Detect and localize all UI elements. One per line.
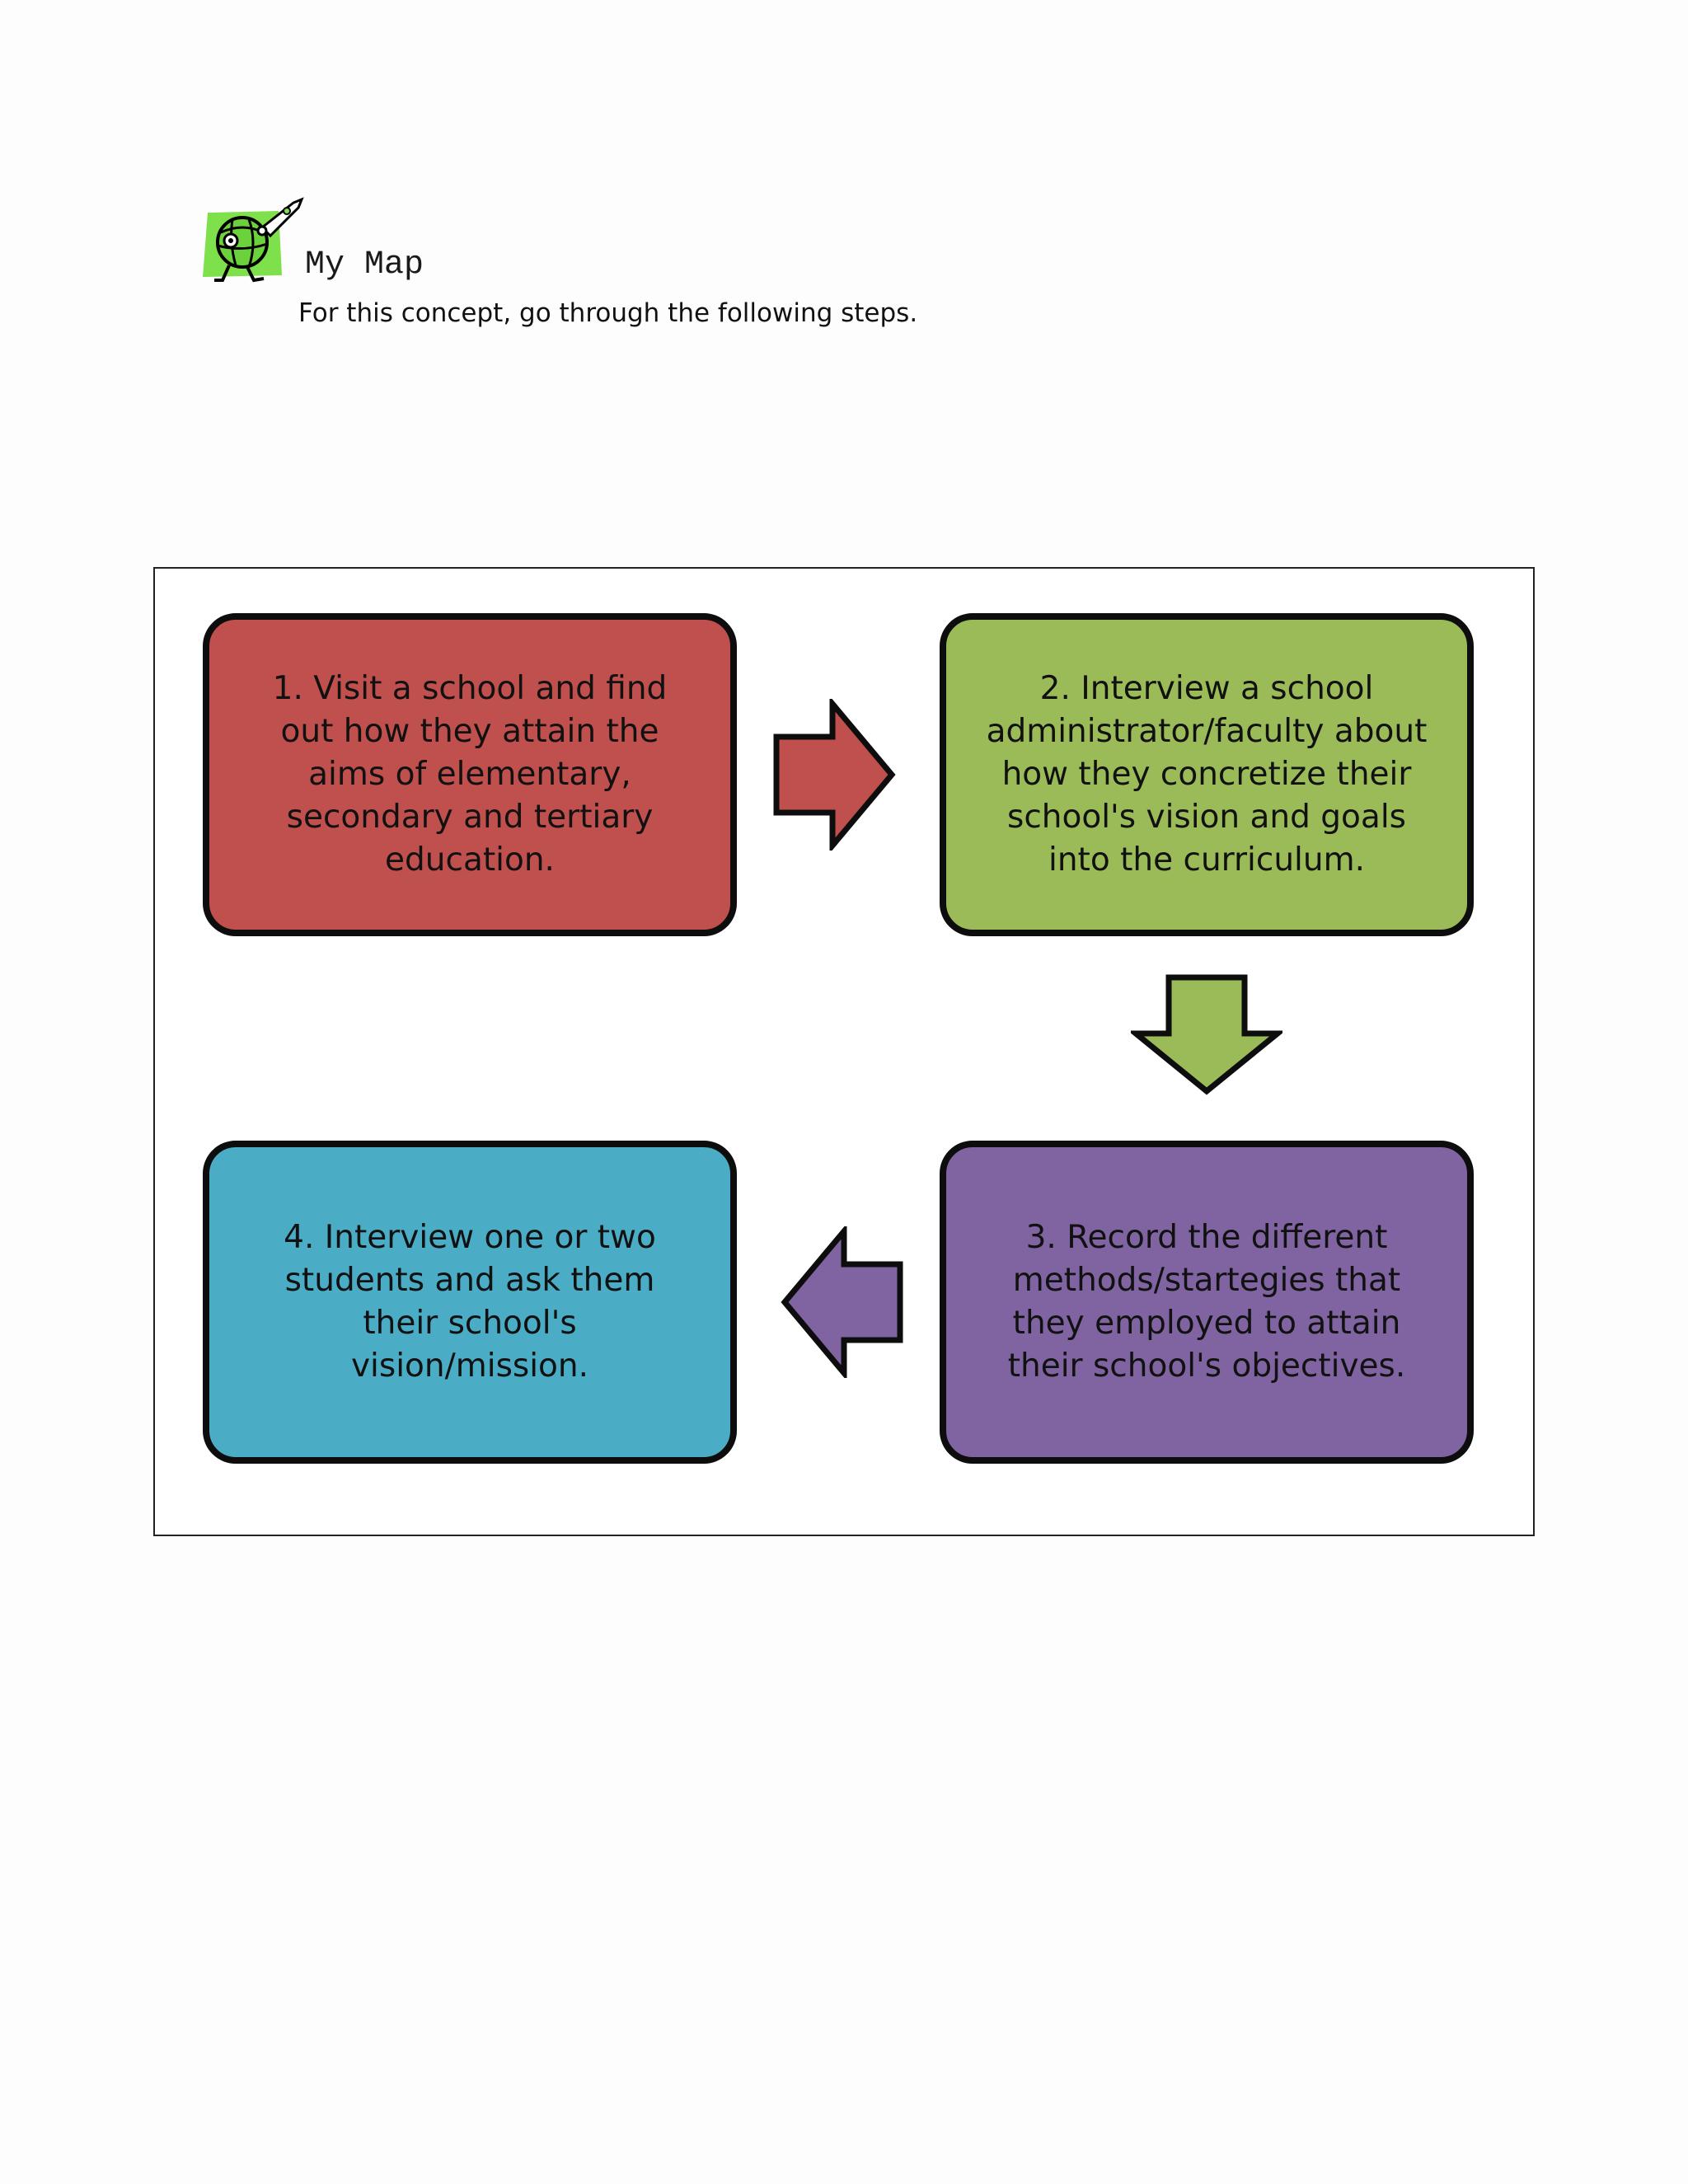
step-2-text: 2. Interview a school administrator/facu…: [979, 668, 1434, 882]
globe-rocket-mascot-icon: [196, 194, 312, 293]
arrow-right-icon: [771, 699, 897, 851]
page-subtitle: For this concept, go through the followi…: [298, 298, 917, 329]
step-1-text: 1. Visit a school and find out how they …: [242, 668, 697, 882]
arrow-down-icon: [1131, 972, 1282, 1096]
step-3-box: 3. Record the different methods/startegi…: [940, 1141, 1474, 1464]
step-2-box: 2. Interview a school administrator/facu…: [940, 613, 1474, 936]
arrow-left-icon: [780, 1226, 905, 1378]
step-4-text: 4. Interview one or two students and ask…: [242, 1216, 697, 1388]
step-4-box: 4. Interview one or two students and ask…: [203, 1141, 737, 1464]
step-3-text: 3. Record the different methods/startegi…: [979, 1216, 1434, 1388]
page-title: My Map: [305, 249, 424, 282]
step-1-box: 1. Visit a school and find out how they …: [203, 613, 737, 936]
